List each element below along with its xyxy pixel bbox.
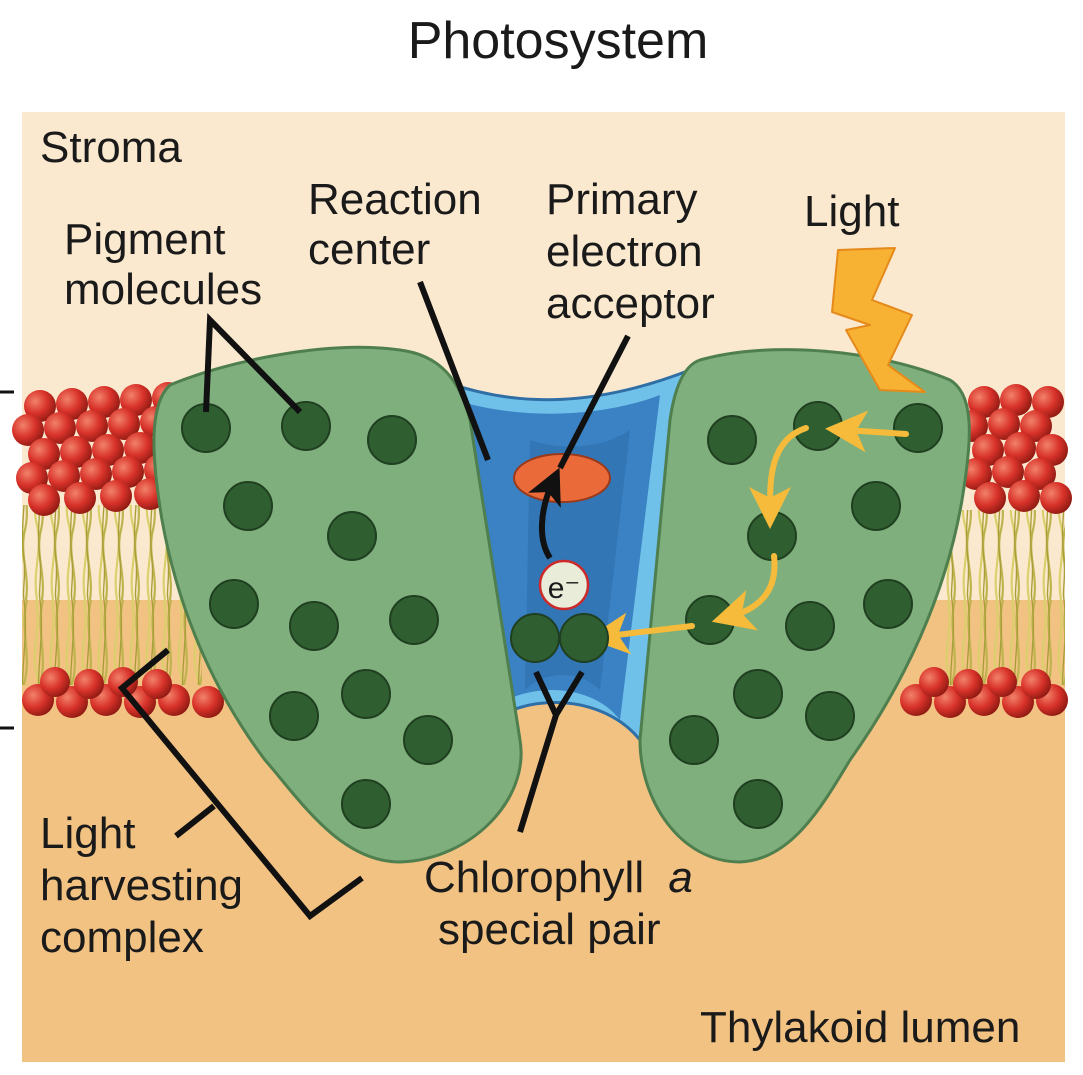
lhc-pointer xyxy=(174,803,216,839)
primary-label-line1: Primary xyxy=(546,175,698,224)
lipid-bilayer-left xyxy=(12,382,224,718)
pigment-label-line1: Pigment xyxy=(64,215,225,264)
energy-arrow-1 xyxy=(825,410,909,453)
pigment-molecules-left xyxy=(181,401,453,829)
special-pair-pointer xyxy=(517,670,585,833)
chlorophyll-label-line1: Chlorophyll a xyxy=(424,853,693,902)
diagram-title: Photosystem xyxy=(408,12,709,70)
energy-arrow-3 xyxy=(711,553,778,631)
lhc-label-line3: complex xyxy=(40,913,204,962)
electron-label: e⁻ xyxy=(548,572,581,605)
pigment-molecules-right xyxy=(669,401,943,829)
lipid-heads-top-left xyxy=(12,382,188,516)
lipid-heads-bottom-left xyxy=(22,667,224,718)
lipid-heads-bottom-right xyxy=(900,667,1068,718)
electron-transfer-arrow xyxy=(528,467,561,560)
lhc-label-line2: harvesting xyxy=(40,861,243,910)
pointer-lines xyxy=(117,280,631,921)
light-label: Light xyxy=(804,187,899,236)
lhc-label-line1: Light xyxy=(40,809,135,858)
lhc-bracket xyxy=(117,647,364,921)
pigment-label-line2: molecules xyxy=(64,265,262,314)
energy-transfer-arrows xyxy=(587,410,909,655)
chlorophyll-label-italic: a xyxy=(668,853,692,902)
chlorophyll-a-special-pair xyxy=(510,613,609,663)
stroma-label: Stroma xyxy=(40,123,182,172)
light-bolt-icon xyxy=(831,247,926,393)
primary-label-line2: electron xyxy=(546,227,703,276)
chlorophyll-label-text: Chlorophyll xyxy=(424,853,644,902)
lumen-label: Thylakoid lumen xyxy=(700,1003,1020,1052)
electron: e⁻ xyxy=(538,559,590,611)
energy-arrow-2 xyxy=(749,425,809,529)
primary-label-line3: acceptor xyxy=(546,279,715,328)
chlorophyll-label-line2: special pair xyxy=(438,905,661,954)
pigment-pointer xyxy=(203,312,303,415)
reaction-label-line1: Reaction xyxy=(308,175,482,224)
reaction-label-line2: center xyxy=(308,225,430,274)
energy-arrow-4 xyxy=(587,612,695,655)
primary-acceptor-pointer xyxy=(557,334,631,470)
reaction-center-pointer xyxy=(417,280,491,462)
